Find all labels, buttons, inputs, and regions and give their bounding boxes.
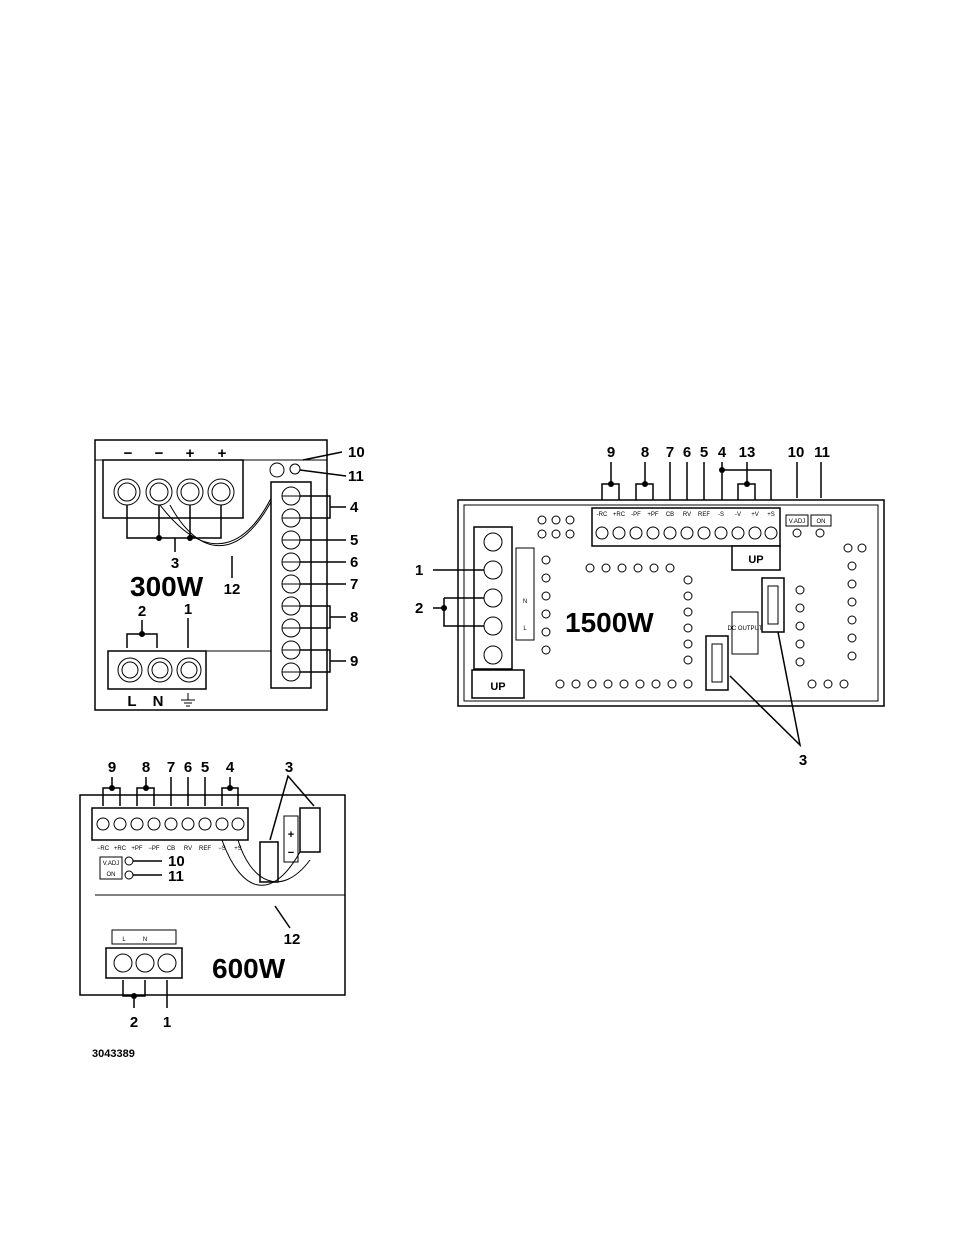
- callout-3: 3: [285, 759, 293, 776]
- callout-6: 6: [350, 554, 358, 571]
- callout-11: 11: [168, 868, 184, 885]
- on-led: [290, 464, 300, 474]
- svg-text:−PF: −PF: [148, 846, 160, 852]
- callout-1: 1: [415, 562, 423, 579]
- callout-4: 4: [350, 499, 359, 516]
- svg-text:−RC: −RC: [97, 846, 110, 852]
- callout-6: 6: [683, 444, 691, 461]
- terminal-labels: −RC +RC +PF −PF CB RV REF −S +S: [97, 846, 242, 852]
- up-label-left: UP: [490, 681, 505, 693]
- callout-5: 5: [201, 759, 209, 776]
- callout-1: 1: [184, 601, 192, 618]
- svg-text:−: −: [288, 847, 294, 859]
- callout-10: 10: [788, 444, 805, 461]
- terminal-plus-2: +: [218, 445, 227, 462]
- svg-text:CB: CB: [167, 846, 175, 852]
- callout-11: 11: [348, 468, 364, 485]
- callout-6: 6: [184, 759, 192, 776]
- unit-600w: −RC +RC +PF −PF CB RV REF −S +S 9 8 7 6 …: [80, 759, 345, 1031]
- callout-3: 3: [799, 752, 807, 769]
- svg-text:RV: RV: [683, 512, 691, 518]
- callout-2: 2: [138, 603, 146, 620]
- callout-7: 7: [666, 444, 674, 461]
- svg-text:+: +: [288, 829, 294, 841]
- callout-11: 11: [814, 444, 830, 461]
- signal-screws: [97, 818, 244, 830]
- callout-12: 12: [224, 581, 241, 598]
- figure-id: 3043389: [92, 1048, 135, 1060]
- unit-1500w-title: 1500W: [565, 607, 654, 638]
- output-socket-1: [300, 808, 320, 852]
- svg-text:REF: REF: [698, 512, 710, 518]
- unit-600w-title: 600W: [212, 953, 286, 984]
- callout-8: 8: [142, 759, 150, 776]
- input-label-l: L: [127, 693, 136, 710]
- svg-text:+RC: +RC: [114, 846, 127, 852]
- svg-text:+PF: +PF: [647, 512, 659, 518]
- unit-300w: − − + + 3 12 300W: [95, 440, 365, 710]
- svg-text:+S: +S: [767, 512, 775, 518]
- callout-13: 13: [739, 444, 756, 461]
- callout-5: 5: [700, 444, 708, 461]
- callout-4: 4: [226, 759, 235, 776]
- callout-9: 9: [350, 653, 358, 670]
- callout-12: 12: [284, 931, 301, 948]
- vadj-label: V.ADJ: [789, 519, 805, 525]
- callout-7: 7: [167, 759, 175, 776]
- on-label: ON: [817, 519, 826, 525]
- callout-9: 9: [607, 444, 615, 461]
- vadj-label: V.ADJ: [103, 861, 119, 867]
- callout-8: 8: [641, 444, 649, 461]
- on-led: [125, 871, 133, 879]
- svg-text:-S: -S: [718, 512, 724, 518]
- terminal-minus-1: −: [124, 445, 133, 462]
- svg-text:CB: CB: [666, 512, 674, 518]
- dc-output-label: DC OUTPUT: [728, 626, 763, 632]
- svg-text:REF: REF: [199, 846, 211, 852]
- terminal-plus-1: +: [186, 445, 195, 462]
- callout-3: 3: [171, 555, 179, 572]
- output-socket-2: [260, 842, 278, 882]
- svg-text:+PF: +PF: [131, 846, 143, 852]
- callout-1: 1: [163, 1014, 171, 1031]
- input-label-n: N: [143, 937, 147, 943]
- callout-2: 2: [415, 600, 423, 617]
- unit-300w-title: 300W: [130, 571, 204, 602]
- svg-text:+V: +V: [751, 512, 759, 518]
- input-label-n: N: [523, 599, 527, 605]
- callout-5: 5: [350, 532, 358, 549]
- callout-2: 2: [130, 1014, 138, 1031]
- adjust-pot: [125, 857, 133, 865]
- callout-4: 4: [718, 444, 727, 461]
- signal-screws: [282, 487, 300, 681]
- terminal-minus-2: −: [155, 445, 164, 462]
- svg-text:-PF: -PF: [631, 512, 641, 518]
- up-label-right: UP: [748, 554, 763, 566]
- callout-10: 10: [348, 444, 365, 461]
- input-label-n: N: [153, 693, 164, 710]
- svg-text:+RC: +RC: [613, 512, 626, 518]
- callout-7: 7: [350, 576, 358, 593]
- svg-text:-V: -V: [735, 512, 741, 518]
- adjust-pot: [270, 463, 284, 477]
- svg-text:RV: RV: [184, 846, 192, 852]
- callout-9: 9: [108, 759, 116, 776]
- callout-8: 8: [350, 609, 358, 626]
- unit-1500w: -RC +RC -PF +PF CB RV REF -S -V +V +S V.…: [415, 444, 884, 769]
- svg-text:-RC: -RC: [597, 512, 608, 518]
- on-label: ON: [107, 872, 116, 878]
